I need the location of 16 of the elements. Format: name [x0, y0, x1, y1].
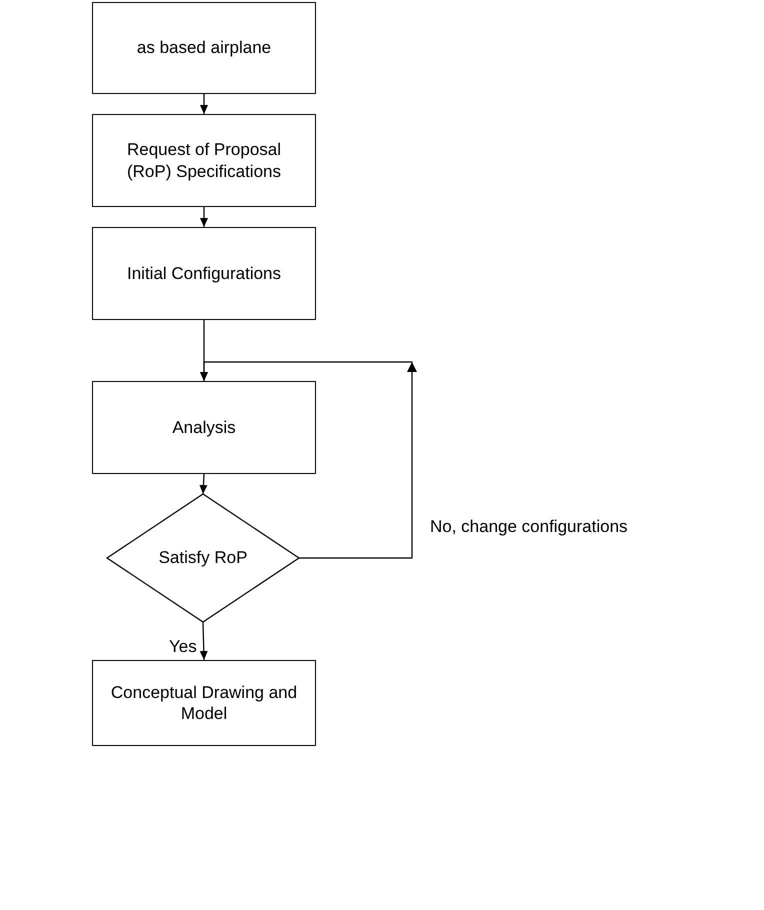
arrow — [200, 94, 208, 114]
arrow — [200, 622, 208, 660]
arrow — [199, 474, 208, 494]
process-box — [92, 2, 316, 94]
process-box — [92, 114, 316, 207]
arrow — [200, 207, 208, 227]
node-label: Analysis — [172, 416, 236, 438]
process-box — [92, 381, 316, 474]
arrow — [200, 361, 417, 559]
node-label: Request of Proposal (RoP) Specifications — [126, 139, 282, 182]
node-label: Initial Configurations — [126, 262, 282, 284]
node-label: Satisfy RoP — [158, 547, 248, 569]
process-box — [92, 227, 316, 320]
process-box — [92, 660, 316, 746]
node-label: Conceptual Drawing and Model — [110, 682, 298, 724]
node-label: as based airplane — [136, 37, 272, 59]
